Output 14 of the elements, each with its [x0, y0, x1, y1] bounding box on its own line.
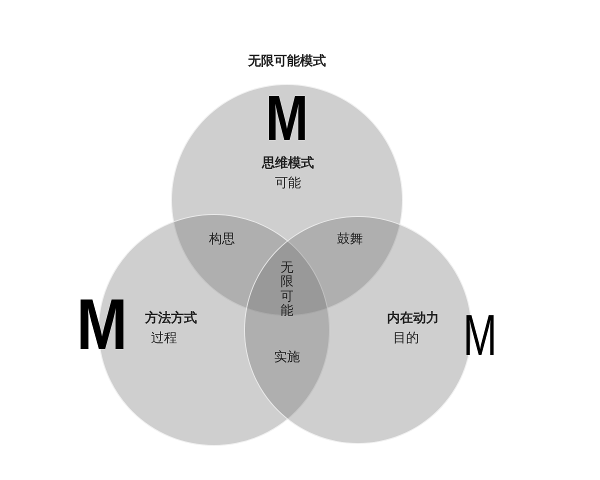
region-label: 鼓舞 [337, 232, 363, 248]
region-label: 无限可能 [280, 261, 294, 319]
circle-subtext: 可能 [275, 176, 301, 192]
region-label: 构思 [209, 232, 235, 248]
letter-mark: M [266, 86, 308, 150]
letter-mark: M [463, 307, 497, 365]
circle-heading: 方法方式 [145, 311, 197, 327]
region-label: 实施 [274, 350, 300, 366]
letter-mark: M [76, 289, 128, 361]
circle-heading: 思维模式 [262, 156, 314, 172]
circle-heading: 内在动力 [387, 311, 439, 327]
circle-subtext: 过程 [151, 331, 177, 347]
circle-subtext: 目的 [393, 331, 419, 347]
title-text: 无限可能模式 [248, 54, 326, 70]
